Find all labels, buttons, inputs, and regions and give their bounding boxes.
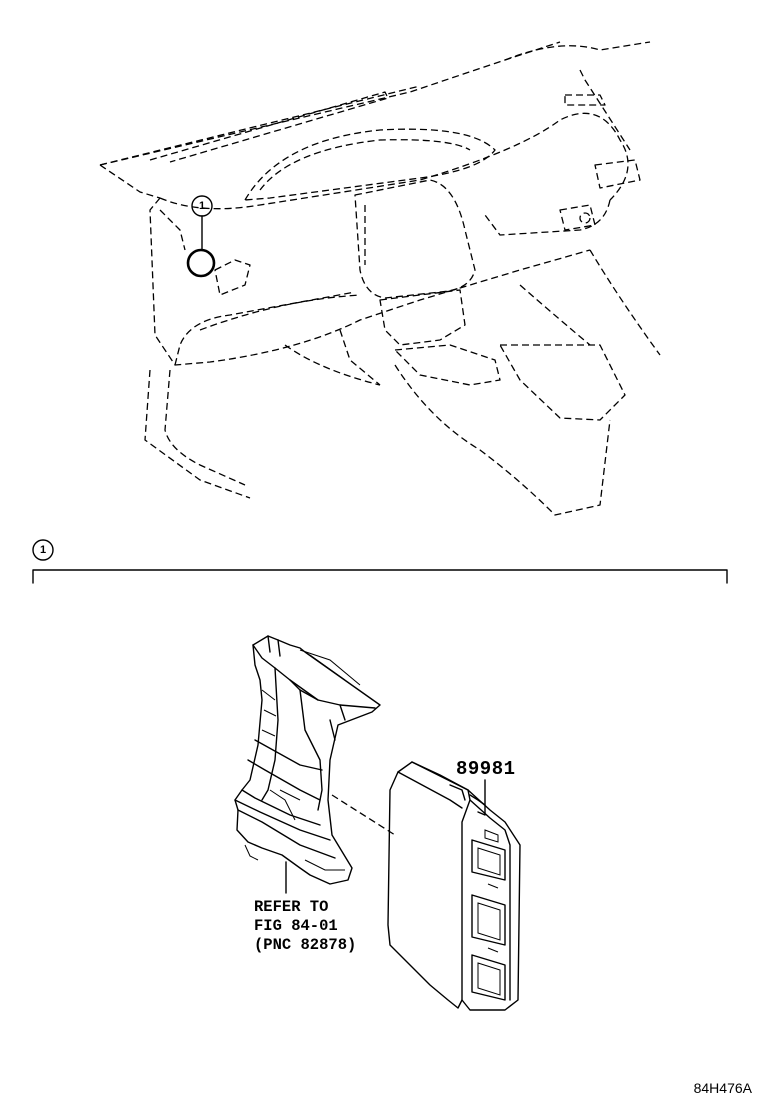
illustration-id: 84H476A bbox=[693, 1080, 752, 1096]
ecu-part-number-label: 89981 bbox=[456, 758, 516, 780]
reference-note-line-1: REFER TO bbox=[254, 898, 329, 916]
ecu-module-illustration bbox=[387, 761, 521, 1011]
assembly-connector-line bbox=[331, 794, 396, 836]
bracket-illustration bbox=[234, 635, 381, 894]
reference-note-line-2: FIG 84-01 bbox=[254, 917, 338, 935]
callout-top bbox=[186, 195, 216, 278]
callout-number-section: 1 bbox=[39, 544, 47, 556]
reference-note-line-3: (PNC 82878) bbox=[254, 936, 357, 954]
dashboard-illustration bbox=[99, 41, 661, 516]
callout-number-top: 1 bbox=[198, 200, 206, 212]
section-header bbox=[32, 539, 728, 584]
